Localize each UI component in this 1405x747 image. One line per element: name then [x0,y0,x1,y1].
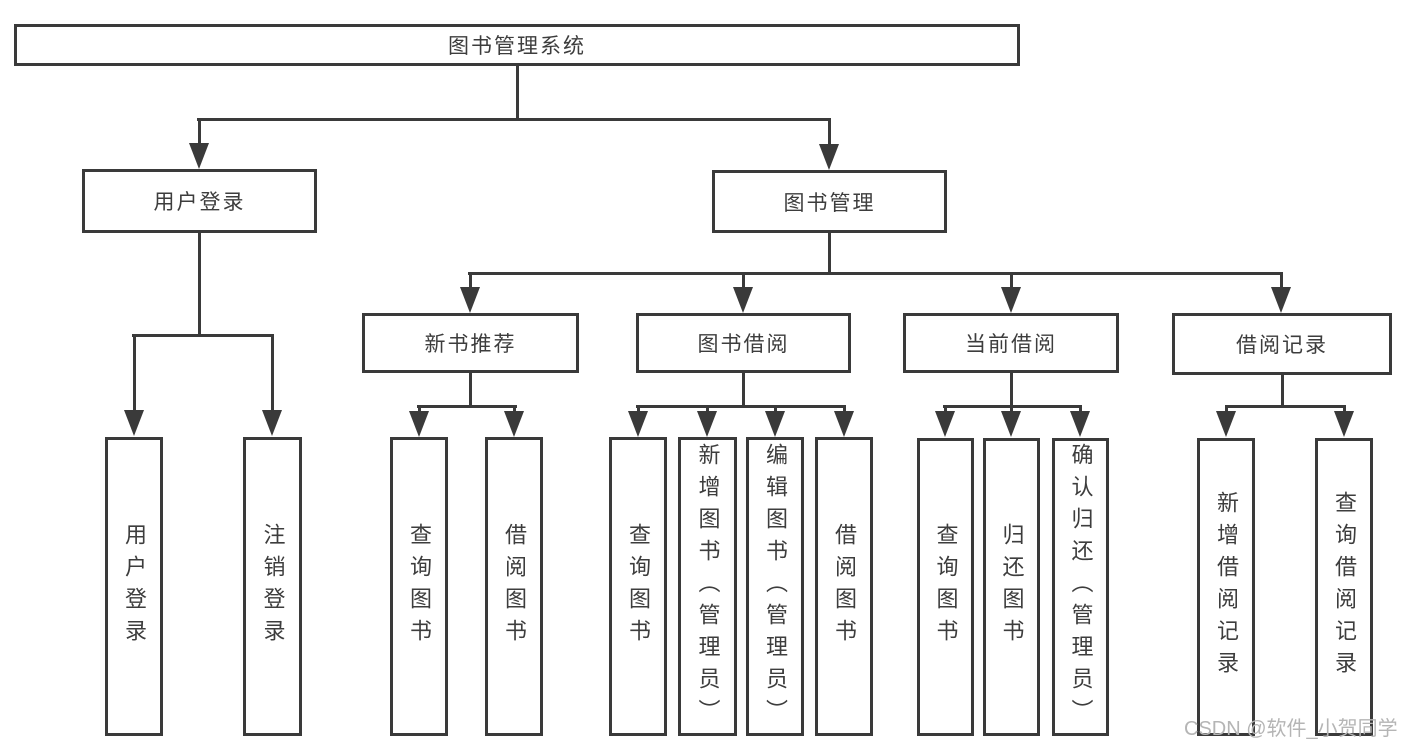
node-leaf-logout-label: 注销登录 [260,522,286,651]
connector-book-borrow-branch [636,405,846,408]
node-leaf-query-books-3-label: 查询图书 [933,523,959,651]
node-leaf-add-books-admin-label: 新增图书（管理员） [695,442,721,731]
node-leaf-query-borrow-record: 查询借阅记录 [1315,438,1373,736]
arrowhead-borrow-books-2 [834,411,854,437]
node-leaf-add-books-admin: 新增图书（管理员） [678,437,737,736]
arrowhead-leaf-user-login [124,410,144,436]
arrowhead-borrow-books-1 [504,411,524,437]
connector-to-query-books-3 [944,405,947,414]
connector-to-query-books-1 [418,405,421,414]
node-leaf-return-books-label: 归还图书 [999,523,1025,651]
connector-to-edit-books-admin [774,405,777,414]
node-leaf-return-books: 归还图书 [983,438,1040,736]
csdn-watermark: CSDN @软件_小贺同学 [1184,718,1398,740]
arrowhead-query-books-3 [935,411,955,437]
node-leaf-query-books-1: 查询图书 [390,437,448,736]
node-book-borrow-label: 图书借阅 [697,333,790,356]
connector-to-query-borrow-record [1343,405,1346,414]
arrowhead-current-borrow [1001,287,1021,313]
node-borrow-records: 借阅记录 [1172,313,1392,375]
arrowhead-user-login [189,143,209,169]
arrowhead-new-book-recommend [460,287,480,313]
node-leaf-query-books-2-label: 查询图书 [626,522,651,651]
connector-to-borrow-books-1 [513,405,516,414]
node-leaf-borrow-books-1: 借阅图书 [485,437,543,736]
connector-borrow-records-branch [1225,405,1345,408]
node-leaf-query-borrow-record-label: 查询借阅记录 [1332,491,1357,683]
connector-current-borrow-stub [1010,371,1013,408]
arrowhead-query-books-1 [409,411,429,437]
connector-book-borrow-stub [742,371,745,408]
arrowhead-borrow-records [1271,287,1291,313]
connector-to-leaf-logout [271,334,274,414]
connector-user-login-stub [198,231,201,337]
node-leaf-borrow-books-2: 借阅图书 [815,437,873,736]
node-leaf-borrow-books-1-label: 借阅图书 [502,522,527,651]
node-leaf-query-books-2: 查询图书 [609,437,667,736]
arrowhead-edit-books-admin [765,411,785,437]
connector-to-confirm-return-admin [1079,405,1082,414]
arrowhead-book-borrow [733,287,753,313]
connector-to-add-borrow-record [1225,405,1228,414]
connector-to-return-books [1010,405,1013,414]
connector-new-book-recommend-stub [469,371,472,408]
node-leaf-logout: 注销登录 [243,437,302,736]
node-leaf-edit-books-admin: 编辑图书（管理员） [746,437,804,736]
node-borrow-records-label: 借阅记录 [1236,334,1328,357]
node-book-management-label: 图书管理 [783,191,876,215]
node-new-book-recommend: 新书推荐 [362,313,579,373]
connector-borrow-records-stub [1281,373,1284,408]
node-new-book-recommend-label: 新书推荐 [424,333,517,356]
node-user-login: 用户登录 [82,169,317,233]
node-leaf-confirm-return-admin-label: 确认归还（管理员） [1068,443,1094,731]
connector-new-book-recommend-branch [417,405,517,408]
connector-to-leaf-user-login [133,334,136,414]
node-leaf-borrow-books-2-label: 借阅图书 [832,522,857,651]
arrowhead-leaf-logout [262,410,282,436]
connector-to-user-login [198,118,201,146]
arrowhead-confirm-return-admin [1070,411,1090,437]
connector-to-book-borrow [742,272,745,289]
node-root-label: 图书管理系统 [448,35,586,58]
node-leaf-confirm-return-admin: 确认归还（管理员） [1052,438,1109,736]
connector-to-current-borrow [1010,272,1013,289]
connector-book-management-branch [468,272,1283,275]
connector-book-management-stub [828,231,831,275]
node-book-borrow: 图书借阅 [636,313,851,373]
connector-to-book-management [828,118,831,147]
node-leaf-query-books-3: 查询图书 [917,438,974,736]
arrowhead-query-books-2 [628,411,648,437]
arrowhead-query-borrow-record [1334,411,1354,437]
node-leaf-user-login-label: 用户登录 [122,522,147,651]
connector-user-login-branch [132,334,274,337]
arrowhead-return-books [1001,411,1021,437]
connector-to-borrow-books-2 [843,405,846,414]
arrowhead-add-books-admin [697,411,717,437]
connector-to-query-books-2 [637,405,640,414]
connector-to-add-books-admin [706,405,709,414]
node-root: 图书管理系统 [14,24,1020,66]
connector-root-branch [197,118,831,121]
arrowhead-add-borrow-record [1216,411,1236,437]
connector-root-stub [516,64,519,120]
node-leaf-add-borrow-record-label: 新增借阅记录 [1214,491,1239,683]
node-user-login-label: 用户登录 [153,191,246,214]
node-current-borrow-label: 当前借阅 [965,333,1057,356]
connector-to-new-book-recommend [469,272,472,289]
node-book-management: 图书管理 [712,170,947,233]
connector-to-borrow-records [1280,272,1283,289]
node-leaf-add-borrow-record: 新增借阅记录 [1197,438,1255,736]
node-current-borrow: 当前借阅 [903,313,1119,373]
node-leaf-user-login: 用户登录 [105,437,163,736]
arrowhead-book-management [819,144,839,170]
node-leaf-edit-books-admin-label: 编辑图书（管理员） [763,442,788,731]
node-leaf-query-books-1-label: 查询图书 [407,522,432,651]
